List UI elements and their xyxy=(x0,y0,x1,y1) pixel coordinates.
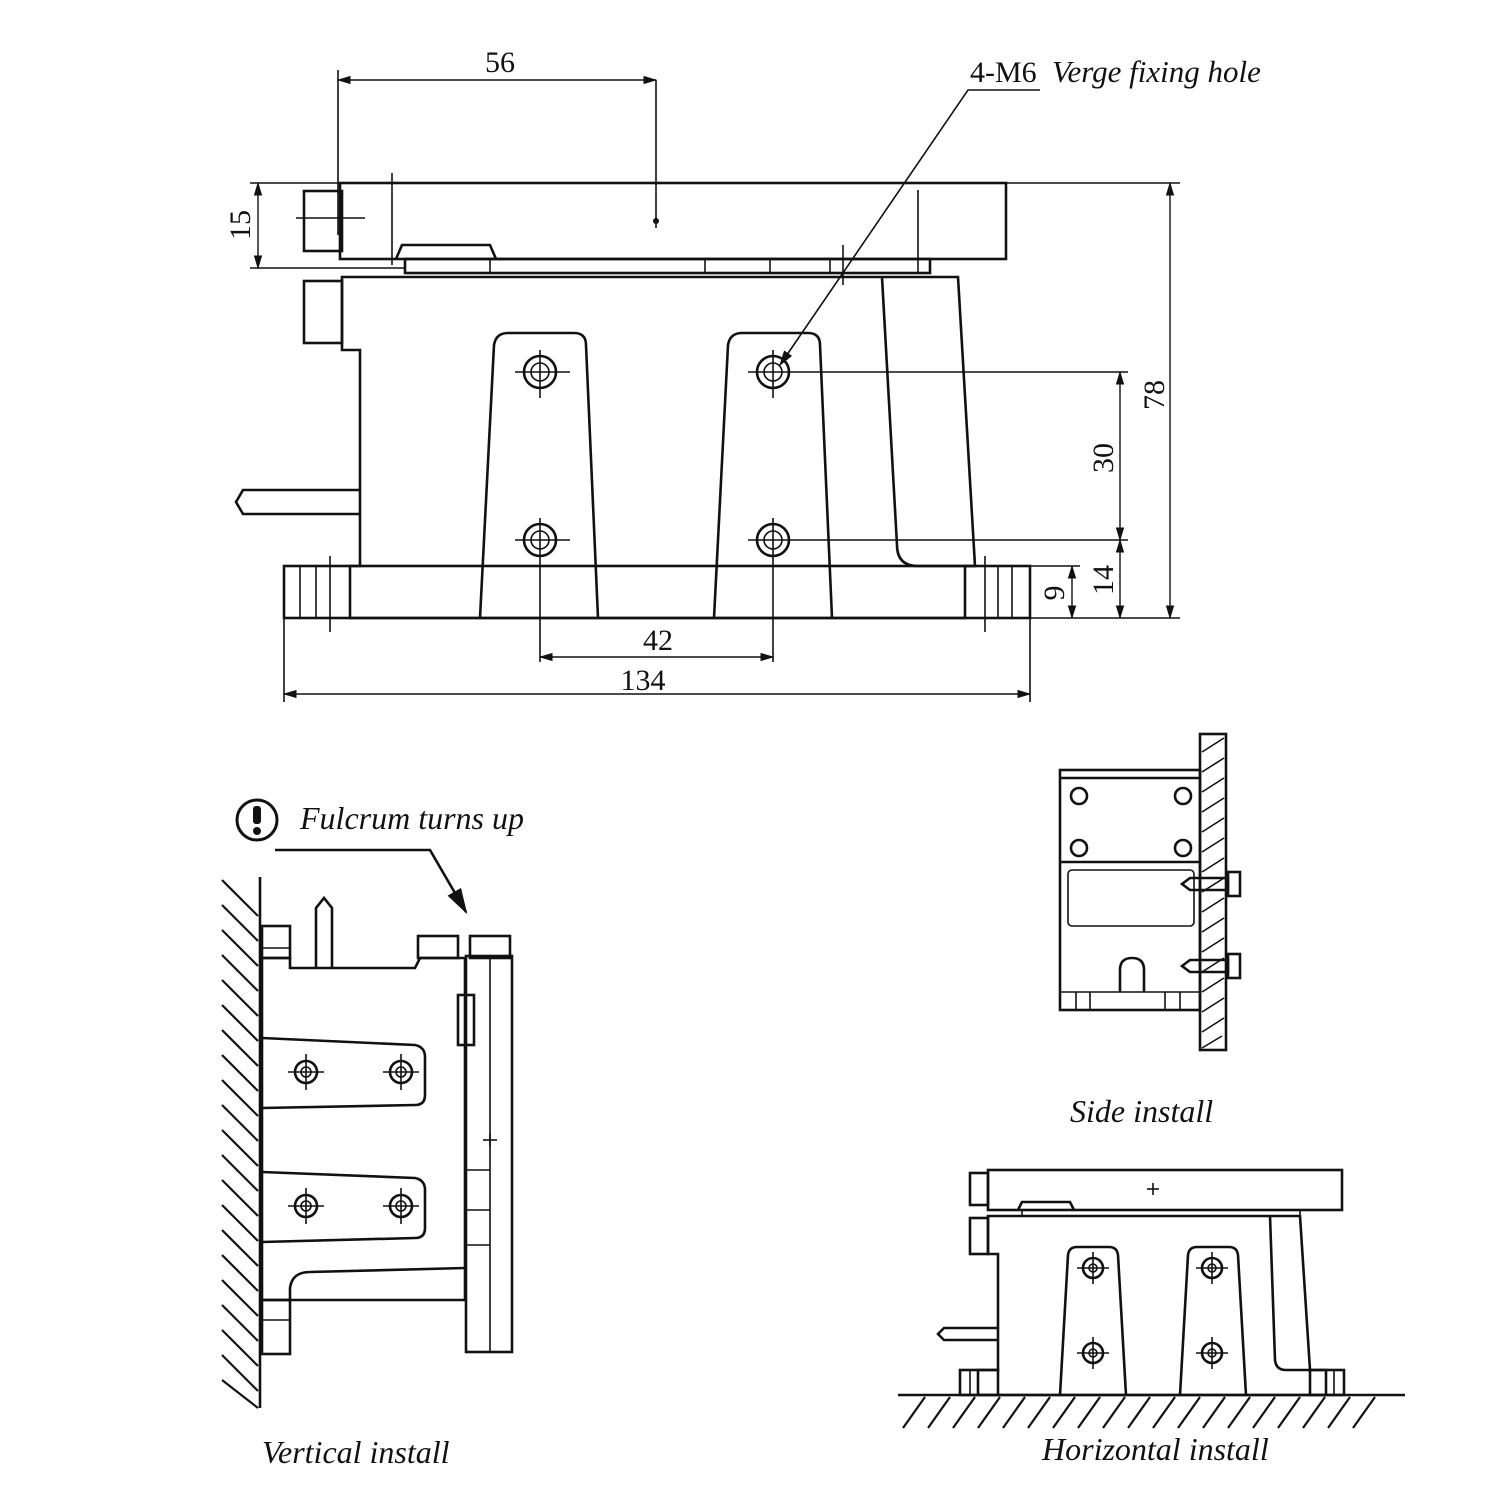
side-body xyxy=(1058,768,1202,1012)
callout-hole-code: 4-M6 xyxy=(970,56,1037,89)
vertical-body xyxy=(260,956,467,1302)
horizontal-install-view: Horizontal install xyxy=(898,1168,1405,1467)
horizontal-top-plate xyxy=(986,1168,1344,1212)
dim-top-height: 15 xyxy=(224,210,257,240)
body-bolt xyxy=(302,279,344,345)
gap-strip xyxy=(403,257,932,275)
dim-base-thickness: 9 xyxy=(1038,586,1071,601)
dim-hole-vertical: 30 xyxy=(1087,443,1120,473)
dim-overall-length: 134 xyxy=(621,664,666,697)
wall-hatch xyxy=(221,879,259,1409)
vertical-bracket-upper xyxy=(261,1036,427,1110)
mounting-hole xyxy=(1077,1337,1109,1369)
mounting-hole xyxy=(1196,1337,1228,1369)
base-plate xyxy=(282,564,1032,620)
side-wall xyxy=(1198,732,1228,1052)
warning-arrow xyxy=(275,848,468,915)
dim-hole-horizontal: 42 xyxy=(643,624,673,657)
vertical-side-plate xyxy=(464,954,514,1354)
exclamation-circle-icon xyxy=(235,798,279,842)
mounting-hole xyxy=(288,1188,324,1224)
mounting-hole xyxy=(383,1054,419,1090)
wall-screw xyxy=(1179,870,1242,898)
top-plate-clip xyxy=(394,243,498,260)
side-wall-hatch xyxy=(1201,737,1225,1049)
warning-text: Fulcrum turns up xyxy=(299,800,524,836)
ground-hatch xyxy=(902,1396,1376,1429)
dim-top-width: 56 xyxy=(485,46,515,79)
callout-hole-text: Verge fixing hole xyxy=(1052,54,1261,89)
mounting-hole xyxy=(383,1188,419,1224)
wall-screw xyxy=(1179,952,1242,980)
vertical-install-label: Vertical install xyxy=(262,1434,450,1470)
mount-bracket-left xyxy=(478,331,600,619)
horizontal-install-label: Horizontal install xyxy=(1041,1431,1269,1467)
vertical-fulcrum xyxy=(288,1266,466,1300)
dim-hole-from-base: 14 xyxy=(1087,565,1120,595)
mounting-hole xyxy=(1077,1252,1109,1284)
vertical-bracket-lower xyxy=(261,1170,427,1244)
side-install-label: Side install xyxy=(1070,1093,1213,1129)
vertical-cable xyxy=(314,895,334,968)
mount-bracket-right xyxy=(712,331,834,619)
main-front-view: 56 15 78 30 14 9 42 134 4-M6 Verge fixin… xyxy=(224,46,1261,702)
cable xyxy=(234,488,360,516)
mounting-hole xyxy=(1196,1252,1228,1284)
vertical-install-view: Fulcrum turns up Vertical install xyxy=(221,798,524,1470)
dim-total-height: 78 xyxy=(1138,380,1171,410)
top-plate-bolt xyxy=(302,189,344,253)
side-install-view: Side install xyxy=(1058,732,1242,1129)
top-plate xyxy=(338,181,1008,261)
mounting-hole xyxy=(288,1054,324,1090)
